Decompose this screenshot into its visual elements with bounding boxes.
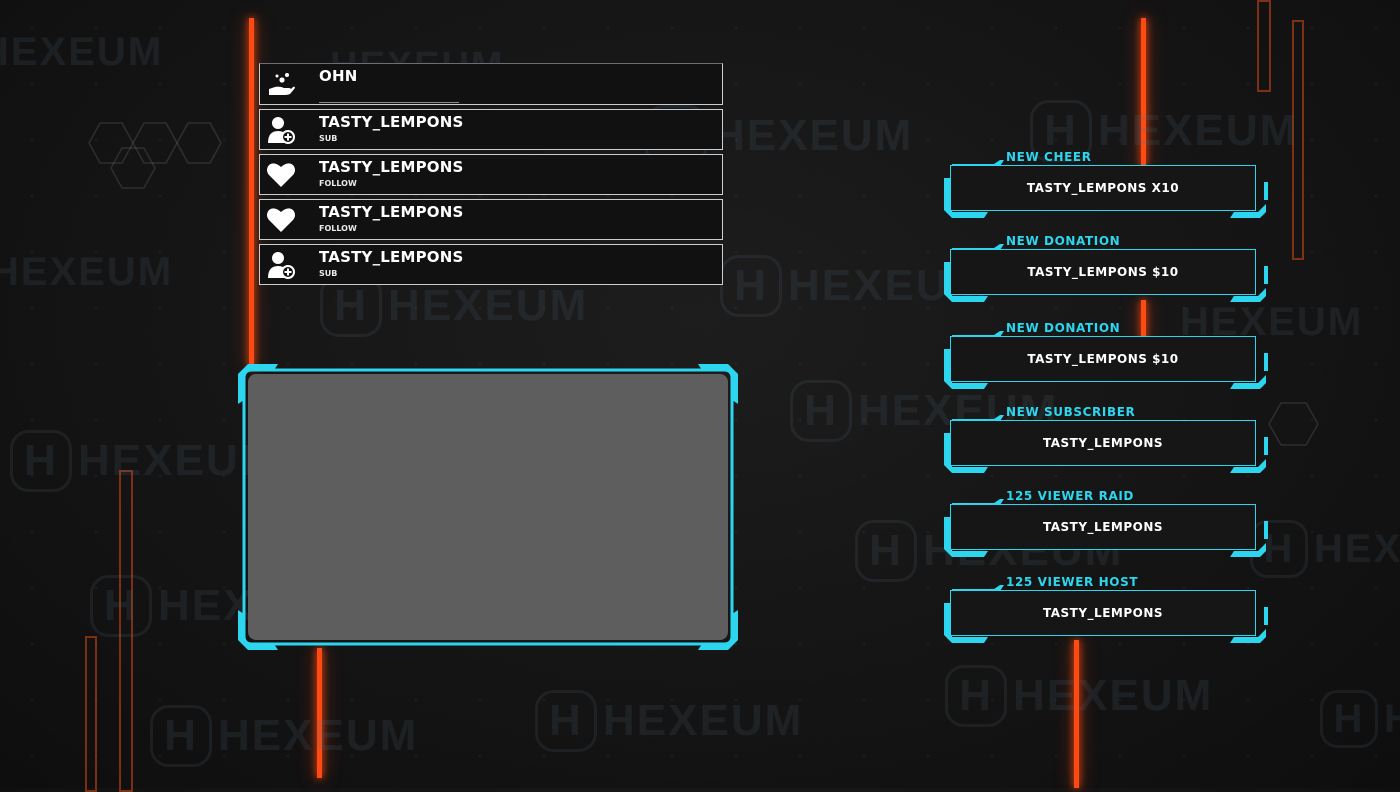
alert-title: NEW CHEER xyxy=(1006,150,1092,164)
alert-viewer-raid: 125 VIEWER RAID TASTY_LEMPONS xyxy=(944,489,1274,557)
orange-outline-bar xyxy=(119,470,133,792)
event-username: TASTY_LEMPONS xyxy=(319,158,464,176)
recent-events-list: OHN TASTY_LEMPONS SUB TASTY_LEMPONS FOLL… xyxy=(259,63,723,289)
alert-new-donation: NEW DONATION TASTY_LEMPONS $10 xyxy=(944,321,1274,389)
alert-frame xyxy=(944,160,1268,218)
alert-title: 125 VIEWER RAID xyxy=(1006,489,1134,503)
donation-hand-icon xyxy=(266,70,296,98)
user-add-icon xyxy=(266,116,296,144)
orange-neon-line xyxy=(317,648,322,778)
alert-box: TASTY_LEMPONS $10 xyxy=(950,336,1256,382)
alert-box: TASTY_LEMPONS $10 xyxy=(950,249,1256,295)
alert-title: NEW SUBSCRIBER xyxy=(1006,405,1136,419)
alert-text: TASTY_LEMPONS $10 xyxy=(1027,352,1179,366)
event-username: TASTY_LEMPONS xyxy=(319,248,464,266)
alert-title: NEW DONATION xyxy=(1006,321,1121,335)
heart-icon xyxy=(266,161,296,189)
alert-frame xyxy=(944,331,1268,389)
list-item: OHN xyxy=(259,63,723,105)
alert-text: TASTY_LEMPONS X10 xyxy=(1026,181,1180,195)
alert-frame xyxy=(944,244,1268,302)
orange-neon-line xyxy=(1141,300,1146,340)
webcam-frame xyxy=(238,364,738,650)
orange-outline-bar xyxy=(1257,0,1271,92)
event-type: FOLLOW xyxy=(319,224,357,233)
alert-title: 125 VIEWER HOST xyxy=(1006,575,1139,589)
alert-frame xyxy=(944,415,1268,473)
row-divider xyxy=(319,102,459,103)
event-type: FOLLOW xyxy=(319,179,357,188)
alert-box: TASTY_LEMPONS X10 xyxy=(950,165,1256,211)
event-username: TASTY_LEMPONS xyxy=(319,203,464,221)
event-username: OHN xyxy=(319,67,358,85)
list-item: TASTY_LEMPONS FOLLOW xyxy=(259,154,723,195)
camera-frame-border xyxy=(238,364,738,650)
list-item: TASTY_LEMPONS SUB xyxy=(259,109,723,150)
alert-frame xyxy=(944,499,1268,557)
webcam-area xyxy=(248,374,728,640)
alert-text: TASTY_LEMPONS xyxy=(1042,436,1164,450)
alert-text: TASTY_LEMPONS $10 xyxy=(1027,265,1179,279)
heart-icon xyxy=(266,206,296,234)
alert-viewer-host: 125 VIEWER HOST TASTY_LEMPONS xyxy=(944,575,1274,643)
alert-title: NEW DONATION xyxy=(1006,234,1121,248)
alert-frame xyxy=(944,585,1268,643)
event-type: SUB xyxy=(319,134,338,143)
hexagon-decoration xyxy=(1268,402,1319,446)
alert-box: TASTY_LEMPONS xyxy=(950,420,1256,466)
orange-outline-bar xyxy=(85,636,97,792)
user-add-icon xyxy=(266,251,296,279)
alert-text: TASTY_LEMPONS xyxy=(1042,606,1164,620)
alert-box: TASTY_LEMPONS xyxy=(950,590,1256,636)
orange-outline-bar xyxy=(1292,20,1304,260)
orange-neon-line xyxy=(1141,18,1146,168)
event-username: TASTY_LEMPONS xyxy=(319,113,464,131)
list-item: TASTY_LEMPONS SUB xyxy=(259,244,723,285)
alert-new-subscriber: NEW SUBSCRIBER TASTY_LEMPONS xyxy=(944,405,1274,473)
event-type: SUB xyxy=(319,269,338,278)
hexagon-decoration xyxy=(88,122,222,189)
list-item: TASTY_LEMPONS FOLLOW xyxy=(259,199,723,240)
orange-neon-line xyxy=(1074,640,1079,788)
alert-text: TASTY_LEMPONS xyxy=(1042,520,1164,534)
orange-neon-line xyxy=(249,18,254,368)
alert-box: TASTY_LEMPONS xyxy=(950,504,1256,550)
alert-new-donation: NEW DONATION TASTY_LEMPONS $10 xyxy=(944,234,1274,302)
alert-new-cheer: NEW CHEER TASTY_LEMPONS X10 xyxy=(944,150,1274,218)
